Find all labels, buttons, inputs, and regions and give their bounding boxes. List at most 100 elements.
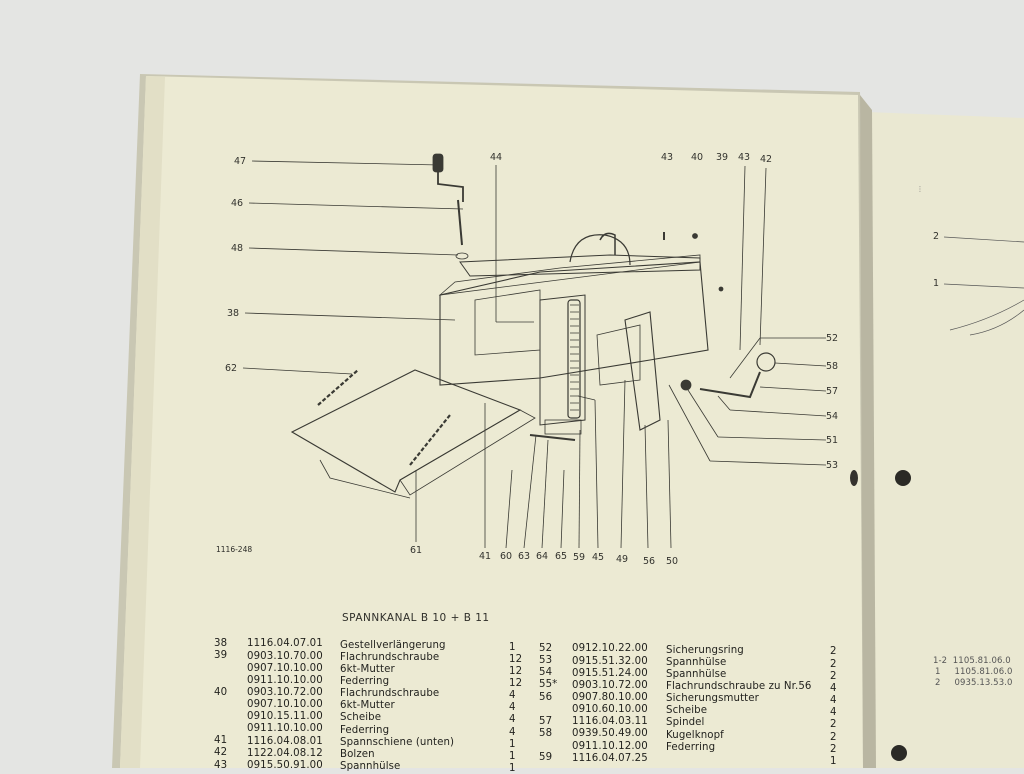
callout-number: 54	[826, 411, 839, 422]
parts-row-name: Federring	[340, 675, 390, 687]
parts-row-part: 0915.51.24.00	[572, 667, 648, 679]
callout-number: 42	[760, 154, 773, 165]
callout-number: 64	[536, 551, 549, 562]
binder-hole	[895, 470, 911, 486]
next-page-figure-number: ···	[915, 185, 924, 193]
callout-number: 50	[666, 556, 679, 567]
exploded-diagram	[242, 153, 827, 549]
parts-row-part: 0907.80.10.00	[572, 691, 648, 703]
parts-row-qty: 1	[509, 641, 516, 653]
next-page-row: 2 0935.13.53.0	[935, 678, 1013, 688]
next-page-diagram	[943, 236, 1024, 336]
parts-row-name: 6kt-Mutter	[340, 700, 395, 712]
callout-number: 43	[661, 152, 674, 163]
parts-row-pos: 38	[214, 638, 228, 649]
callout-number: 53	[826, 460, 839, 471]
callout-number: 40	[691, 152, 704, 163]
callout-number: 39	[716, 152, 729, 163]
parts-row-qty: 12	[509, 665, 523, 677]
callout-number: 56	[643, 556, 656, 567]
parts-row-name: Spannschiene (unten)	[340, 736, 455, 748]
parts-row-name: Flachrundschraube zu Nr.56	[666, 680, 812, 692]
parts-row-name: Spindel	[666, 717, 705, 729]
callout-number: 46	[231, 198, 244, 209]
parts-row-pos: 55*	[539, 679, 558, 691]
parts-row-part: 1116.04.07.25	[572, 752, 648, 764]
parts-row-qty: 1	[509, 750, 516, 762]
parts-row-pos: 53	[539, 655, 553, 667]
parts-row-pos: 42	[214, 747, 228, 759]
parts-row-part: 0903.10.72.00	[572, 679, 648, 691]
parts-row-part: 0915.50.91.00	[247, 759, 323, 771]
parts-row-name: Sicherungsring	[666, 644, 744, 656]
parts-row-pos: 57	[539, 715, 553, 727]
figure-number: 1116-248	[216, 545, 253, 554]
parts-row-qty: 2	[830, 743, 837, 755]
parts-row-qty: 4	[830, 707, 837, 719]
callout-number: 59	[573, 552, 586, 563]
right-page	[866, 112, 1024, 768]
next-page-callout: 2	[933, 231, 940, 242]
parts-row-pos: 41	[214, 735, 228, 747]
callout-number: 41	[479, 551, 492, 562]
callout-number: 43	[738, 152, 751, 163]
callout-number: 58	[826, 361, 839, 372]
parts-row-part: 0915.51.32.00	[572, 655, 648, 667]
parts-row-qty: 1	[509, 763, 516, 774]
parts-row-pos: 39	[214, 650, 228, 662]
parts-row-part: 0911.10.12.00	[572, 740, 648, 752]
callout-number: 65	[555, 551, 568, 562]
callout-number: 57	[826, 386, 839, 397]
parts-row-name: Federring	[340, 724, 390, 736]
parts-row-qty: 2	[830, 731, 837, 743]
parts-row-name: Scheibe	[666, 705, 708, 717]
parts-row-qty: 1	[509, 738, 516, 750]
parts-row-qty: 4	[509, 726, 516, 738]
parts-row-pos: 40	[214, 686, 228, 698]
parts-row-name: 6kt-Mutter	[340, 663, 395, 675]
parts-row-part: 0903.10.70.00	[247, 650, 323, 662]
callout-number: 38	[227, 308, 240, 319]
parts-row-part: 1116.04.03.11	[572, 716, 648, 728]
parts-row-qty: 1	[830, 755, 837, 767]
parts-row-part: 0911.10.10.00	[247, 674, 323, 686]
parts-row-name: Kugelknopf	[666, 729, 724, 741]
parts-row-qty: 2	[830, 658, 837, 670]
parts-row-name: Gestellverlängerung	[340, 639, 446, 651]
parts-row-qty: 12	[509, 653, 523, 665]
parts-list-title: SPANNKANAL B 10 + B 11	[342, 612, 490, 624]
parts-row-part: 0910.15.11.00	[247, 711, 323, 723]
parts-row-name: Flachrundschraube	[340, 688, 440, 700]
callout-number: 60	[500, 551, 513, 562]
parts-row-name: Spannhülse	[666, 656, 727, 668]
parts-row-qty: 4	[509, 690, 516, 702]
next-page-row: 1 1105.81.06.0	[935, 667, 1013, 677]
callout-number: 61	[410, 545, 423, 556]
parts-row-pos: 59	[539, 752, 553, 764]
callout-number: 63	[518, 551, 531, 562]
parts-row-name: Sicherungsmutter	[666, 693, 759, 705]
parts-row-pos: 58	[539, 728, 553, 740]
parts-row-qty: 4	[830, 682, 837, 694]
parts-row-name: Spannhülse	[340, 761, 401, 772]
parts-row-qty: 2	[830, 719, 837, 731]
parts-row-part: 0939.50.49.00	[572, 728, 648, 740]
parts-row-part: 1122.04.08.12	[247, 747, 323, 759]
binder-hole-edge	[850, 470, 858, 486]
parts-row-part: 0907.10.10.00	[247, 662, 323, 674]
parts-row-name: Scheibe	[340, 712, 382, 724]
callout-number: 52	[826, 333, 839, 344]
parts-row-qty: 12	[509, 677, 523, 689]
parts-row-pos: 56	[539, 691, 553, 703]
parts-row-part: 0910.60.10.00	[572, 704, 648, 716]
parts-row-part: 1116.04.07.01	[247, 638, 323, 650]
parts-row-name: Flachrundschraube	[340, 651, 440, 663]
parts-row-name: Federring	[666, 741, 716, 753]
callout-number: 44	[490, 152, 503, 163]
parts-row-pos: 54	[539, 667, 553, 679]
parts-row-pos: 43	[214, 759, 228, 771]
parts-row-qty: 2	[830, 646, 837, 658]
parts-row-qty: 4	[830, 695, 837, 707]
callout-number: 51	[826, 435, 839, 446]
